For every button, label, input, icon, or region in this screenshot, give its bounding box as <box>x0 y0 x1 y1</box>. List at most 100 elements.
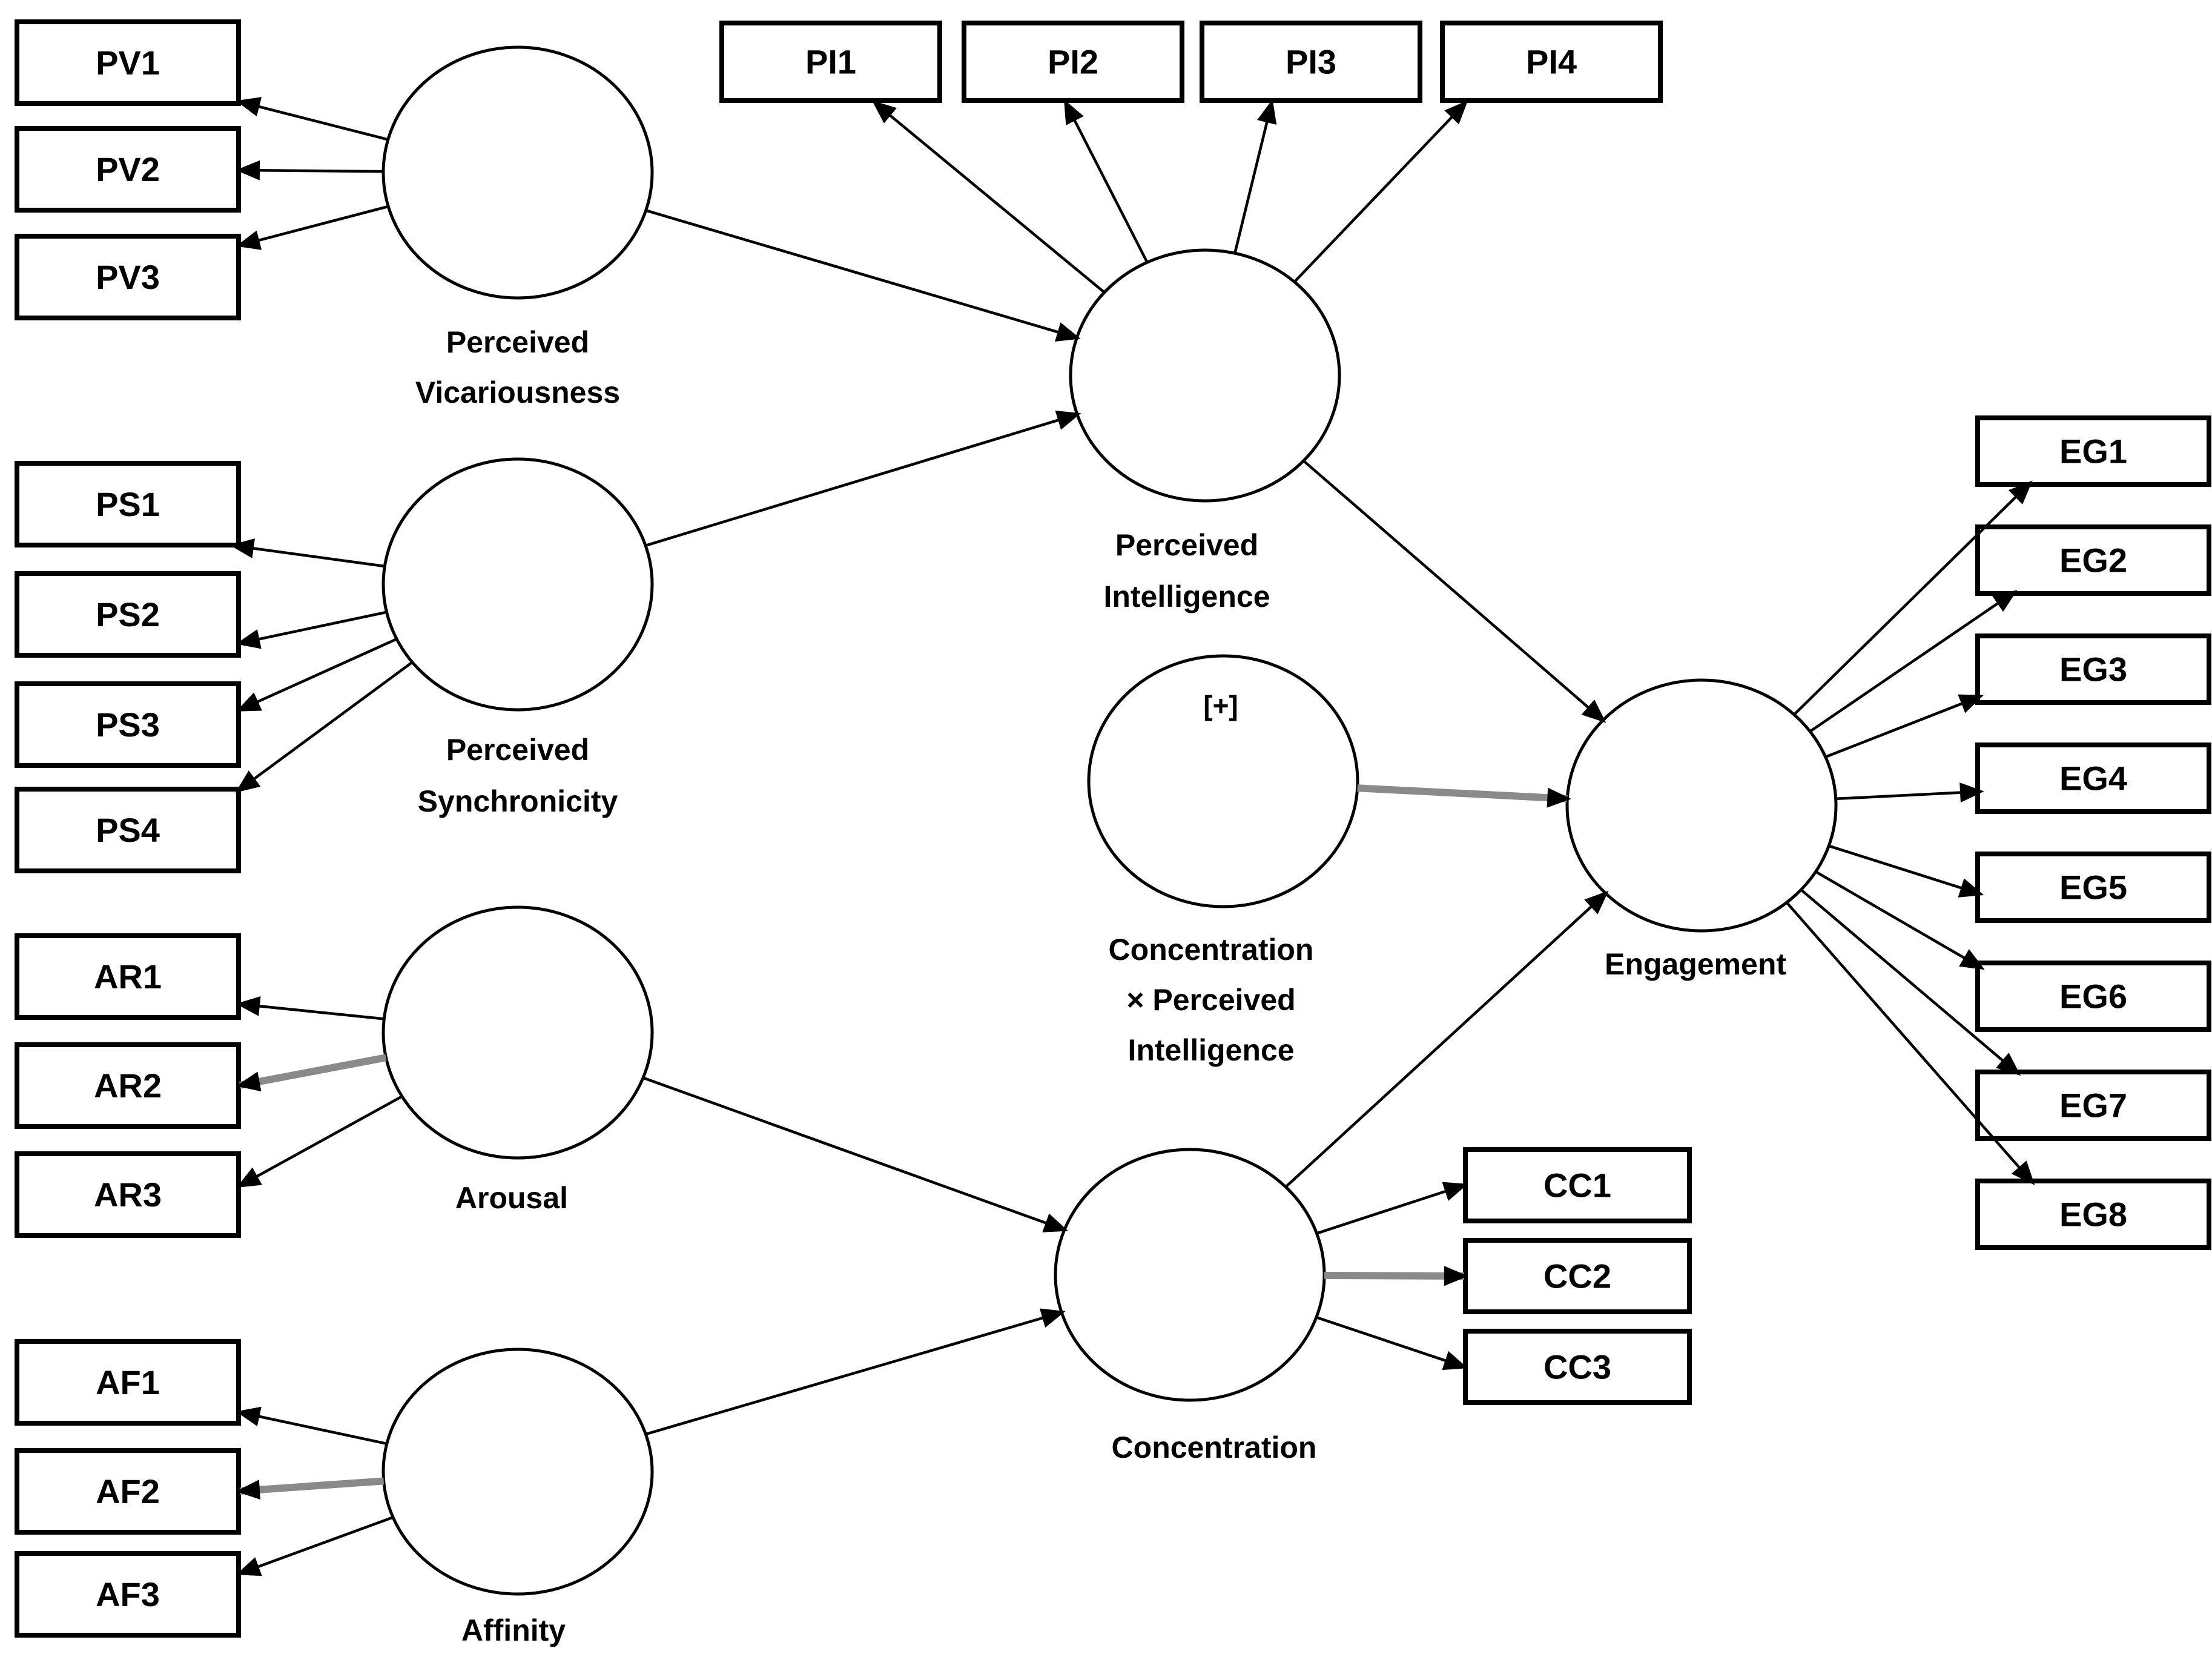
indicator-PS2-label: PS2 <box>96 595 160 633</box>
latent-pi-label-line-2: Intelligence <box>1103 580 1270 614</box>
indicator-PS1-label: PS1 <box>96 485 160 523</box>
indicator-AR2-label: AR2 <box>94 1067 162 1105</box>
latent-ps-label-line-2: Synchronicity <box>418 784 618 818</box>
arrow-ps-PS4 <box>235 661 414 793</box>
indicator-AF1-box <box>15 1339 241 1426</box>
latent-pi-label-line-1: Perceived <box>1115 528 1258 562</box>
indicator-EG5-label: EG5 <box>2059 868 2127 907</box>
arrow-ar-AR1 <box>236 996 385 1020</box>
latent-pi-ellipse <box>1069 248 1341 503</box>
arrow-cc-CC3 <box>1316 1315 1468 1371</box>
arrow-eng-EG7 <box>1800 888 2021 1076</box>
path-ar-cc-arrow <box>642 1076 1069 1232</box>
indicator-EG4-box <box>1975 743 2211 814</box>
indicator-PI2-label: PI2 <box>1048 43 1098 81</box>
indicator-EG8-label: EG8 <box>2059 1196 2127 1234</box>
indicator-AF2-box <box>15 1448 241 1535</box>
indicator-EG2-label: EG2 <box>2059 541 2127 580</box>
indicator-PI3-label: PI3 <box>1286 43 1336 81</box>
arrow-pi-PI1 <box>871 100 1106 294</box>
arrow-pv-PV1 <box>236 97 389 141</box>
arrow-af-AF1 <box>236 1406 388 1446</box>
arrow-eng-EG2 <box>1809 590 2018 733</box>
path-mod-eng-arrow <box>1357 784 1571 808</box>
arrow-ar-AR2 <box>236 1054 387 1092</box>
indicator-PV1-label: PV1 <box>96 44 160 82</box>
latent-pv-label-line-2: Vicariousness <box>415 375 620 409</box>
indicator-PI4-box <box>1440 21 1663 103</box>
indicator-EG6-box <box>1975 961 2211 1032</box>
arrow-ps-PS2 <box>236 610 387 649</box>
arrow-eng-EG4 <box>1835 782 1984 803</box>
indicator-AF3-box <box>15 1551 241 1638</box>
arrow-pv-PV3 <box>236 205 389 250</box>
moderation-plus-symbol: [+] <box>1203 690 1238 721</box>
latent-mod-label-line-2: × Perceived <box>1126 983 1295 1017</box>
arrow-ps-PS3 <box>236 638 398 712</box>
latent-af-ellipse <box>381 1348 654 1596</box>
indicator-PS3-box <box>15 681 241 768</box>
indicator-EG7-label: EG7 <box>2059 1086 2127 1125</box>
arrow-af-AF3 <box>236 1516 394 1576</box>
arrow-eng-EG1 <box>1793 480 2033 716</box>
latent-pv-label-line-1: Perceived <box>446 325 589 359</box>
path-af-cc-arrow <box>645 1308 1066 1436</box>
latent-mod-label-line-1: Concentration <box>1109 933 1314 967</box>
arrow-eng-EG5 <box>1828 844 1984 898</box>
indicator-CC1-box <box>1463 1147 1692 1223</box>
indicator-PV2-box <box>15 126 241 213</box>
indicator-EG8-box <box>1975 1179 2211 1250</box>
latent-pv-ellipse <box>381 45 654 300</box>
arrow-pi-PI3 <box>1233 99 1277 254</box>
latent-ps-ellipse <box>381 457 654 712</box>
indicator-CC3-box <box>1463 1329 1692 1405</box>
arrow-af-AF2 <box>236 1477 385 1500</box>
latent-af-label-line-1: Affinity <box>461 1613 566 1647</box>
indicator-EG6-label: EG6 <box>2059 977 2127 1016</box>
arrow-cc-CC1 <box>1316 1182 1468 1235</box>
indicator-AF3-label: AF3 <box>96 1575 160 1613</box>
arrow-cc-CC2 <box>1324 1266 1468 1286</box>
indicator-EG4-label: EG4 <box>2059 759 2127 798</box>
indicator-CC3-label: CC3 <box>1543 1348 1611 1386</box>
arrow-eng-EG6 <box>1815 870 1985 970</box>
indicator-AR3-box <box>15 1151 241 1238</box>
indicator-AR1-label: AR1 <box>94 957 162 996</box>
arrow-ar-AR3 <box>236 1095 403 1188</box>
indicator-EG3-label: EG3 <box>2059 650 2127 689</box>
indicator-PV3-label: PV3 <box>96 258 160 296</box>
latent-mod-ellipse <box>1087 654 1359 908</box>
path-pi-eng-arrow <box>1302 460 1606 723</box>
indicator-AR3-label: AR3 <box>94 1176 162 1214</box>
latent-mod-label-line-3: Intelligence <box>1127 1033 1294 1067</box>
arrow-eng-EG8 <box>1785 901 2035 1185</box>
indicator-PS3-label: PS3 <box>96 706 160 744</box>
indicator-EG3-box <box>1975 633 2211 705</box>
indicator-PV3-box <box>15 234 241 320</box>
latent-cc-ellipse <box>1054 1148 1326 1402</box>
indicator-AF1-label: AF1 <box>96 1363 160 1401</box>
path-ps-pi-arrow <box>645 410 1081 547</box>
indicator-EG2-box <box>1975 524 2211 596</box>
indicator-EG1-box <box>1975 415 2211 487</box>
latent-ps-label-line-1: Perceived <box>446 733 589 767</box>
latent-eng-ellipse <box>1565 678 1838 933</box>
path-pv-pi-arrow <box>645 209 1081 342</box>
indicator-PI2-box <box>962 21 1184 103</box>
latent-ar-label-line-1: Arousal <box>455 1181 568 1215</box>
indicator-PS4-box <box>15 787 241 873</box>
indicator-CC1-label: CC1 <box>1543 1166 1611 1205</box>
indicator-PI4-label: PI4 <box>1526 43 1577 81</box>
arrow-pi-PI2 <box>1063 99 1149 263</box>
arrow-ps-PS1 <box>229 538 385 568</box>
indicator-EG7-box <box>1975 1070 2211 1141</box>
path-cc-eng-arrow <box>1284 890 1609 1188</box>
arrow-pv-PV2 <box>236 160 384 180</box>
latent-eng-label-line-1: Engagement <box>1605 947 1786 981</box>
indicator-AR1-box <box>15 933 241 1020</box>
indicator-PI3-box <box>1200 21 1422 103</box>
latent-cc-label-line-1: Concentration <box>1112 1430 1317 1464</box>
arrow-eng-EG3 <box>1824 694 1984 758</box>
